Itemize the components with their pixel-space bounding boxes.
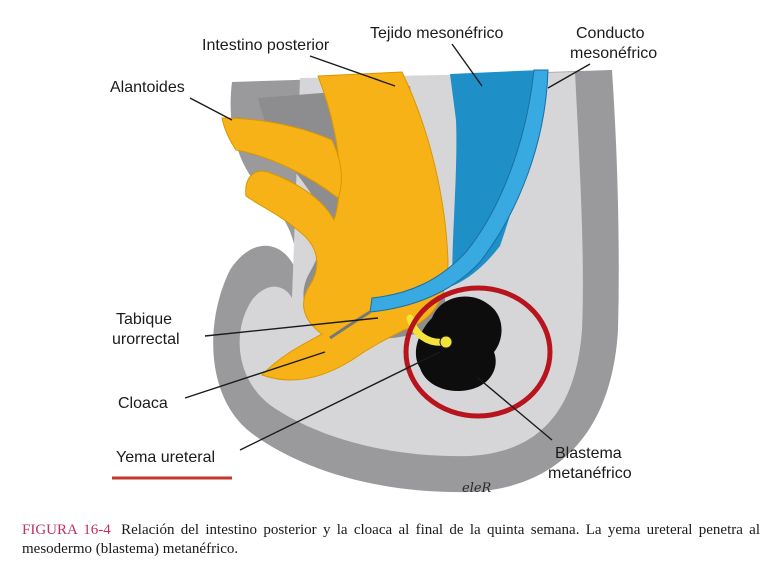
label-cloaca: Cloaca — [118, 395, 168, 412]
label-tabique-line2: urorrectal — [112, 331, 180, 348]
label-conducto-line1: Conducto — [576, 25, 645, 42]
label-intestino-posterior: Intestino posterior — [202, 37, 330, 54]
label-conducto-line2: mesonéfrico — [570, 45, 657, 62]
artist-signature: eleR — [462, 481, 492, 496]
caption-text: Relación del intestino posterior y la cl… — [22, 522, 760, 557]
label-tejido-mesonefrico: Tejido mesonéfrico — [370, 25, 504, 42]
caption-figure-number: FIGURA 16-4 — [22, 522, 111, 538]
label-alantoides: Alantoides — [110, 79, 185, 96]
label-tabique-line1: Tabique — [116, 311, 172, 328]
embryo-diagram: Intestino posterior Tejido mesonéfrico C… — [0, 0, 776, 520]
label-blastema-line1: Blastema — [555, 445, 622, 462]
figure-caption: FIGURA 16-4 Relación del intestino poste… — [22, 521, 760, 559]
ureteric-bud-tip — [440, 336, 452, 348]
label-blastema-line2: metanéfrico — [548, 465, 632, 482]
label-yema-ureteral: Yema ureteral — [116, 449, 215, 466]
